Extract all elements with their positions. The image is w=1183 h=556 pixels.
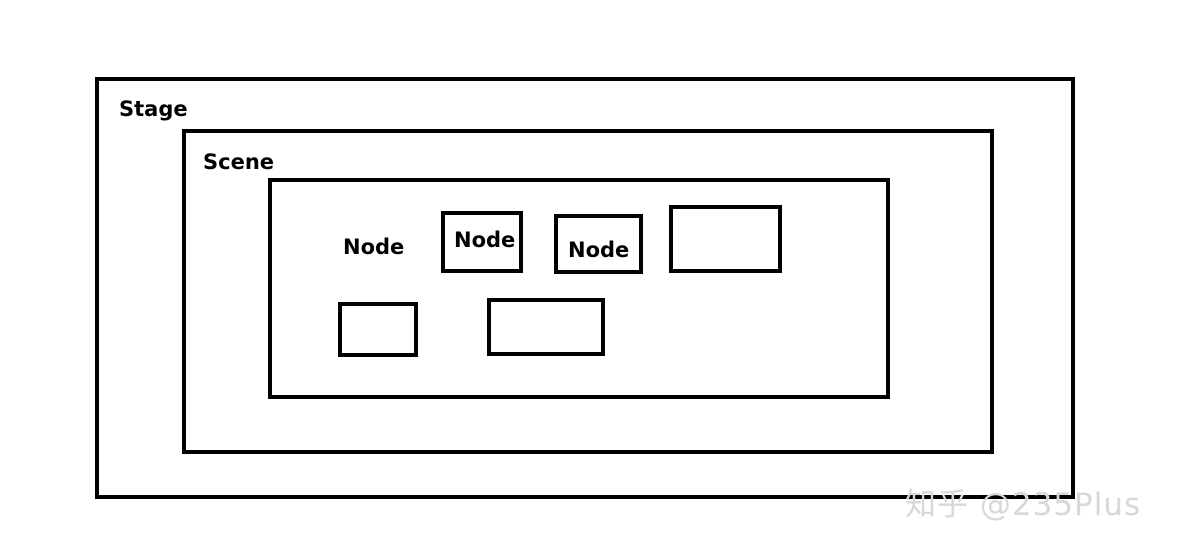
child-node-4	[338, 302, 418, 357]
scene-box	[182, 129, 994, 454]
child-node-1: Node	[441, 211, 523, 273]
child-node-3	[669, 205, 782, 273]
stage-box	[95, 77, 1075, 499]
child-node-5	[487, 298, 605, 356]
child-node-2-label: Node	[568, 238, 630, 262]
child-node-1-label: Node	[454, 228, 516, 252]
root-node-label: Node	[343, 235, 405, 259]
watermark-text: 知乎 @235Plus	[905, 487, 1142, 523]
child-node-2: Node	[554, 214, 643, 274]
scene-label: Scene	[203, 150, 275, 174]
stage-label: Stage	[119, 97, 188, 121]
root-node-box	[268, 178, 890, 399]
